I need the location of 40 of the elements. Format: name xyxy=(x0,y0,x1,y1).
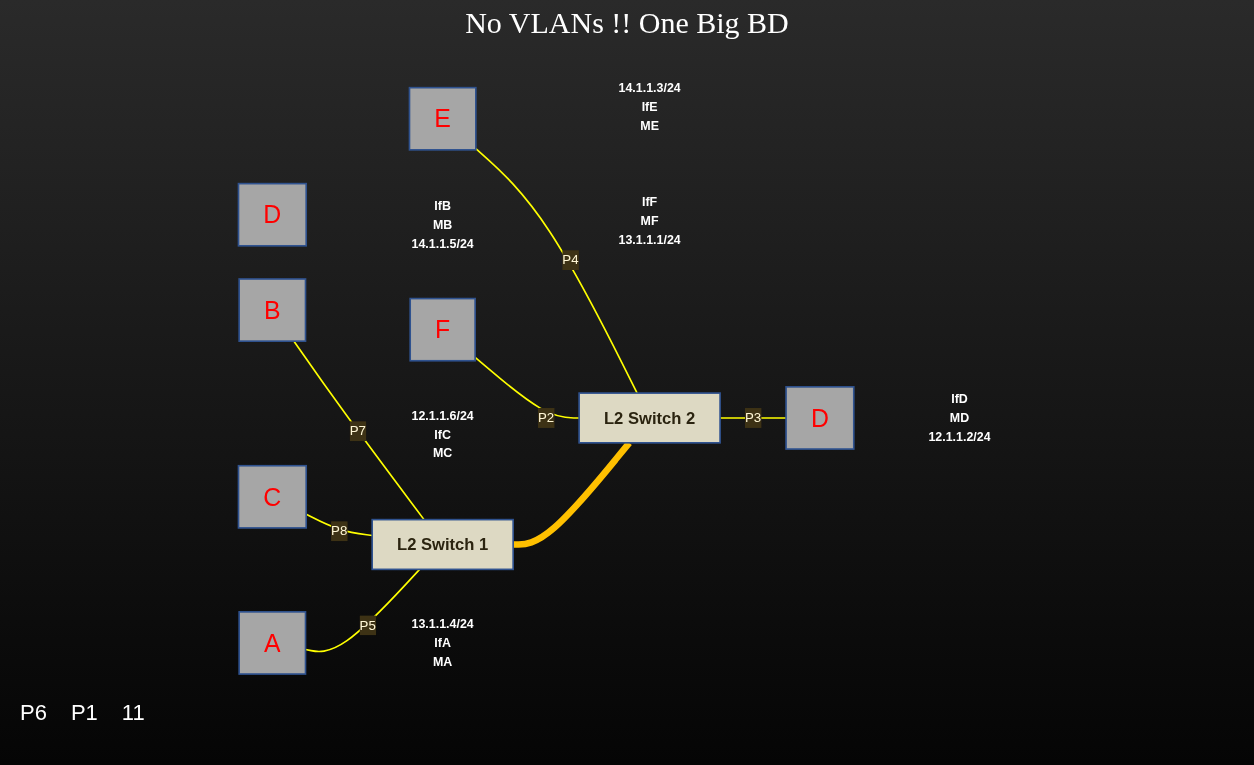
node-label: IfA xyxy=(434,635,451,650)
node-box: B xyxy=(238,278,307,342)
node-label: IfE xyxy=(641,99,658,114)
node-label: MB xyxy=(432,217,453,232)
node-box: E xyxy=(408,86,477,151)
connector xyxy=(474,356,580,419)
node-label: 13.1.1.4/24 xyxy=(411,616,474,631)
diagram-title: No VLANs !! One Big BD xyxy=(464,6,790,40)
node-label: 12.1.1.2/24 xyxy=(928,428,991,444)
node-label: 14.1.1.3/24 xyxy=(618,80,681,95)
node-label: MD xyxy=(949,410,970,425)
edge-label: P2 xyxy=(538,410,555,425)
connector xyxy=(293,340,425,521)
edge-label: P3 xyxy=(744,410,762,425)
node-label: MC xyxy=(432,445,453,460)
edge-label: P7 xyxy=(349,423,366,438)
connector xyxy=(475,147,638,394)
node-box: A xyxy=(238,611,307,675)
edge-label: P4 xyxy=(562,252,579,267)
node-label: 13.1.1.1/24 xyxy=(618,232,681,247)
port-label: P6 xyxy=(20,700,47,726)
node-label: IfC xyxy=(434,426,451,441)
node-label: IfD xyxy=(951,391,968,406)
node-label: MA xyxy=(432,653,453,669)
node-label: IfF xyxy=(642,194,658,209)
node-label: IfB xyxy=(434,198,451,213)
node-box: C xyxy=(237,464,308,529)
node-label: 12.1.1.6/24 xyxy=(411,408,474,423)
edge-label: P5 xyxy=(359,617,376,633)
port-label: 11 xyxy=(121,700,145,726)
edge-label: P8 xyxy=(331,523,348,538)
node-label: 14.1.1.5/24 xyxy=(411,235,474,251)
node-label: MF xyxy=(640,213,659,228)
node-label: ME xyxy=(640,118,659,133)
port-label: P1 xyxy=(70,700,98,726)
node-box: D xyxy=(237,182,308,247)
node-box: F xyxy=(409,297,476,362)
node-box: L2 Switch 2 xyxy=(578,392,721,444)
node-box: D xyxy=(785,386,855,450)
node-box: L2 Switch 1 xyxy=(371,518,514,571)
